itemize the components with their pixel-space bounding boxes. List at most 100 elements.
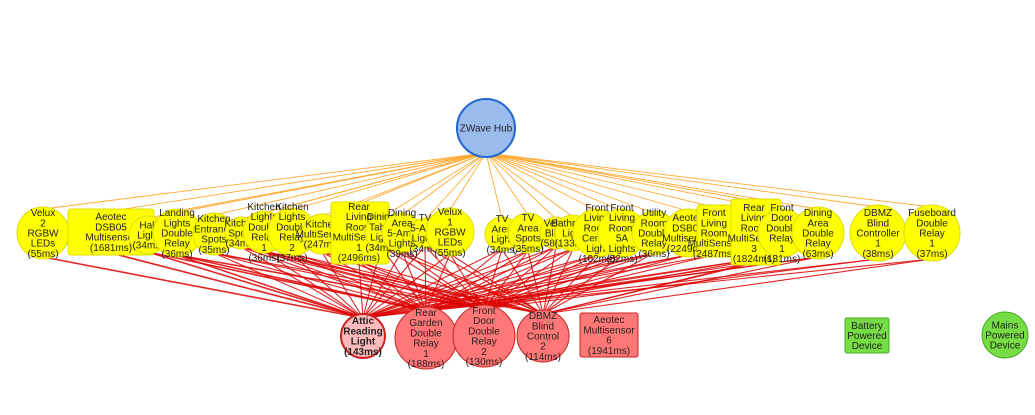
mesh-edge xyxy=(483,258,879,310)
device-label: Front xyxy=(702,208,726,219)
secondary-label: (143ms) xyxy=(344,347,382,358)
device-label: Kitchen xyxy=(247,202,280,213)
secondary-label: Double xyxy=(468,326,500,337)
hub-edge xyxy=(110,152,487,212)
device-label: MultiSensor xyxy=(728,234,781,245)
device-label: 1 xyxy=(356,243,362,254)
hub-node[interactable]: ZWave Hub xyxy=(456,98,516,158)
mesh-edge xyxy=(542,258,933,315)
device-label: (131ms) xyxy=(764,254,801,265)
secondary-label: Rear xyxy=(415,308,437,319)
device-label: MultiSensor xyxy=(688,239,741,250)
mesh-edge xyxy=(362,248,574,319)
device-label: Blind xyxy=(867,218,889,229)
device-label: Double xyxy=(638,229,670,240)
device-label: Fuseboard xyxy=(908,208,956,219)
secondary-label: Relay xyxy=(413,339,439,350)
device-label: (34ms) xyxy=(225,239,256,250)
device-label: 1 xyxy=(929,239,935,250)
secondary-label: (114ms) xyxy=(525,352,561,363)
device-label: Kitchen xyxy=(275,202,308,213)
device-node-shape xyxy=(903,204,961,262)
hub-edge xyxy=(485,152,689,212)
device-label: Entrance xyxy=(194,224,234,235)
device-label: TV xyxy=(496,214,509,225)
device-label: Lights xyxy=(609,244,636,255)
device-label: Double xyxy=(248,222,280,233)
secondary-label: (1941ms) xyxy=(588,346,630,357)
device-label: MultiSensor xyxy=(333,233,386,244)
device-label: Landing xyxy=(159,208,195,219)
device-label: Area xyxy=(807,218,829,229)
device-label: LEDs xyxy=(438,238,462,249)
device-label: Utility xyxy=(642,208,666,219)
mesh-edge xyxy=(501,248,544,315)
mesh-edge xyxy=(263,250,427,312)
device-label: 5-Amp xyxy=(387,229,417,240)
hub-edge xyxy=(449,152,487,211)
legend-label: Device xyxy=(852,341,883,352)
device-label: (2496ms) xyxy=(338,253,380,264)
device-label: Relay xyxy=(251,233,277,244)
device-label: Bathroom xyxy=(551,218,594,229)
edges-layer xyxy=(42,152,933,319)
legend-label: Device xyxy=(990,341,1021,352)
hub-edge xyxy=(213,152,487,216)
hub-edge xyxy=(485,152,503,220)
device-node-shape xyxy=(791,206,845,260)
secondary-node-shape xyxy=(579,312,639,358)
device-label: Room xyxy=(741,223,768,234)
mesh-edge xyxy=(321,251,364,319)
device-label: 2 xyxy=(40,218,46,229)
device-label: (36ms) xyxy=(248,253,279,264)
secondary-label: 2 xyxy=(481,347,487,358)
mesh-edge xyxy=(213,252,427,312)
device-label: DSB05 xyxy=(672,223,704,234)
hub-label: ZWave Hub xyxy=(460,124,513,135)
device-label: 2 xyxy=(289,243,295,254)
legend-shape xyxy=(981,311,1029,359)
device-label: (39ms) xyxy=(386,249,417,260)
device-label: Living xyxy=(584,213,610,224)
hub-edge xyxy=(485,152,755,202)
device-label: Room xyxy=(641,218,668,229)
device-label: Dining xyxy=(388,208,416,219)
hub-edge xyxy=(485,152,529,216)
device-label: Dining xyxy=(367,212,395,223)
hub-edge xyxy=(485,152,598,212)
device-label: (34ms) xyxy=(409,244,440,255)
mesh-edge xyxy=(362,248,503,319)
device-label: 5-Amp xyxy=(410,223,440,234)
hub-edge xyxy=(263,152,487,214)
secondary-label: Control xyxy=(527,332,559,343)
device-label: Lights xyxy=(251,212,278,223)
device-label: Spots xyxy=(201,235,227,246)
secondary-label: Blind xyxy=(532,321,554,332)
device-label: Light xyxy=(491,235,513,246)
device-label: Lights xyxy=(279,212,306,223)
device-label: Spots xyxy=(228,229,254,240)
mesh-edge xyxy=(542,256,819,315)
legend-label: Battery xyxy=(851,321,883,332)
device-label: MultiSensor xyxy=(296,230,349,241)
hub-edge xyxy=(380,152,487,219)
